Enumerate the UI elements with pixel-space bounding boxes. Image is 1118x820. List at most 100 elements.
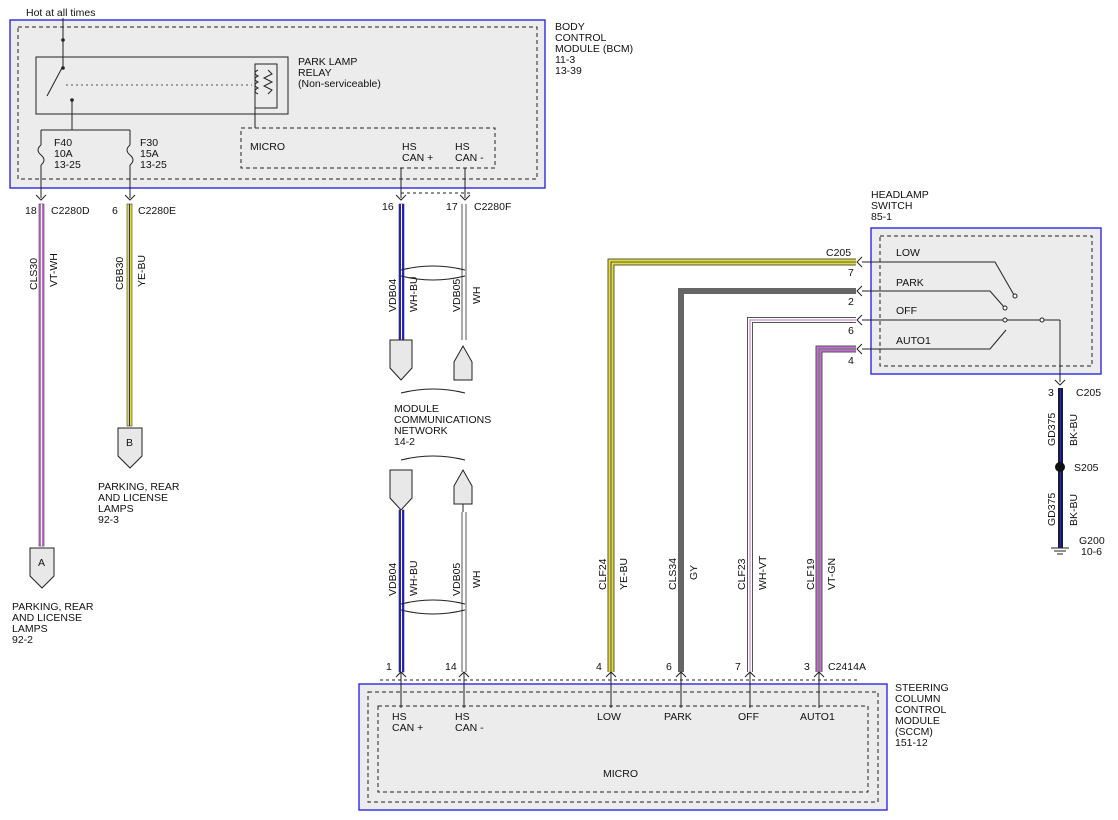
c2280e-pin-arrow bbox=[124, 194, 136, 201]
sccm-auto1-label: AUTO1 bbox=[800, 711, 835, 723]
page-ref-b-shape bbox=[117, 427, 143, 469]
wire-clf23-color: WH-VT bbox=[757, 555, 769, 590]
c2280f-pin17: 17 bbox=[446, 201, 458, 213]
c205-pin3: 3 bbox=[1048, 387, 1054, 399]
switch-contact-park bbox=[862, 290, 1005, 308]
network-break-upper bbox=[400, 388, 466, 394]
feed-junction bbox=[61, 38, 65, 42]
wire-vdb05-lower-circuit: VDB05 bbox=[451, 563, 463, 596]
c205-pin4: 4 bbox=[848, 355, 854, 367]
switch-position-low: LOW bbox=[896, 247, 920, 259]
c2280d-name: C2280D bbox=[51, 205, 90, 217]
switch-contact-low bbox=[862, 261, 1015, 296]
fuse-f30-label: F30 15A 13-25 bbox=[140, 137, 167, 171]
sccm-pin3-number: 3 bbox=[804, 661, 810, 673]
can-lo-connector-lower bbox=[453, 468, 473, 505]
can-lo-connector-upper bbox=[453, 344, 473, 381]
twisted-pair-lower bbox=[400, 599, 466, 615]
wire-vdb05-upper-color: WH bbox=[471, 287, 483, 305]
splice-s205-label: S205 bbox=[1074, 462, 1099, 474]
wire-clf19-circuit: CLF19 bbox=[805, 558, 817, 590]
switch-terminal-off bbox=[1002, 317, 1008, 323]
wire-gd375b-circuit: GD375 bbox=[1046, 493, 1058, 526]
wire-clf24-color: YE-BU bbox=[618, 558, 630, 590]
wire-cls34 bbox=[678, 288, 856, 672]
headlamp-switch-inner bbox=[879, 235, 1093, 367]
wire-cls30-circuit: CLS30 bbox=[28, 258, 40, 290]
network-break-lower bbox=[400, 455, 466, 461]
wire-cls34-circuit: CLS34 bbox=[667, 558, 679, 590]
sccm-micro-box bbox=[377, 705, 869, 793]
sccm-module-box bbox=[358, 683, 888, 811]
page-ref-a-shape bbox=[29, 547, 55, 589]
sccm-low-label: LOW bbox=[597, 711, 621, 723]
wire-vdb04-upper-circuit: VDB04 bbox=[387, 279, 399, 312]
c2280e-name: C2280E bbox=[138, 205, 176, 217]
relay-contact-pivot bbox=[61, 66, 65, 70]
switch-wiper-pivot bbox=[1039, 317, 1045, 323]
headlamp-switch-title: HEADLAMP SWITCH 85-1 bbox=[871, 189, 932, 223]
c205-pin2: 2 bbox=[848, 296, 854, 308]
bcm-micro-box bbox=[240, 127, 496, 169]
wire-clf24-circuit: CLF24 bbox=[597, 558, 609, 590]
switch-position-auto1: AUTO1 bbox=[896, 335, 931, 347]
c2280f-pin16-arrow bbox=[395, 194, 407, 201]
wire-clf24-stripe bbox=[610, 261, 856, 672]
c205-pin7-arrow bbox=[856, 256, 863, 268]
bcm-inner-dashed bbox=[17, 26, 538, 180]
c2280e-pin: 6 bbox=[112, 205, 118, 217]
switch-position-off: OFF bbox=[896, 305, 917, 317]
sccm-pin6-number: 6 bbox=[666, 661, 672, 673]
c2280f-name: C2280F bbox=[474, 201, 511, 213]
bcm-can-lo-label: HS CAN - bbox=[455, 141, 484, 164]
c2414a-label: C2414A bbox=[828, 661, 866, 673]
wire-vdb04-lower-color: WH-BU bbox=[408, 560, 420, 596]
c2280f-pin17-arrow bbox=[459, 194, 471, 201]
sccm-pin14-number: 14 bbox=[445, 661, 457, 673]
wire-vdb04-lower-circuit: VDB04 bbox=[387, 563, 399, 596]
fuse-f40-label: F40 10A 13-25 bbox=[54, 137, 81, 171]
page-ref-a-label: PARKING, REAR AND LICENSE LAMPS 92-2 bbox=[12, 601, 96, 646]
relay-coil-icon bbox=[254, 69, 260, 95]
wire-vdb05-lower-color: WH bbox=[471, 571, 483, 589]
wire-cbb30-color: YE-BU bbox=[136, 255, 148, 287]
splice-s205-dot bbox=[1055, 462, 1065, 472]
sccm-can-lo-label: HS CAN - bbox=[455, 711, 484, 734]
relay-contact-terminal bbox=[70, 98, 74, 102]
c2280d-pin: 18 bbox=[25, 205, 37, 217]
sccm-micro-label: MICRO bbox=[603, 768, 638, 780]
wire-clf23-circuit: CLF23 bbox=[736, 558, 748, 590]
can-hi-connector-upper bbox=[389, 339, 413, 381]
c205-pin6-arrow bbox=[856, 314, 863, 326]
c205-pin6: 6 bbox=[848, 325, 854, 337]
network-ref-label: MODULE COMMUNICATIONS NETWORK 14-2 bbox=[394, 403, 494, 448]
wire-clf23-outline bbox=[747, 317, 856, 672]
can-hi-connector-lower bbox=[389, 469, 413, 511]
bcm-micro-label: MICRO bbox=[250, 141, 285, 153]
c2280f-pin16: 16 bbox=[382, 201, 394, 213]
wire-clf23 bbox=[748, 318, 856, 672]
switch-position-park: PARK bbox=[896, 277, 924, 289]
wire-clf19-color: VT-GN bbox=[826, 558, 838, 590]
wire-vdb05-upper-circuit: VDB05 bbox=[451, 279, 463, 312]
wire-vdb04-upper-color: WH-BU bbox=[408, 276, 420, 312]
c205-ground-label: C205 bbox=[1076, 387, 1101, 399]
wire-cls34-color: GY bbox=[688, 565, 700, 580]
c205-pin4-arrow bbox=[856, 343, 863, 355]
park-lamp-relay-title: PARK LAMP RELAY (Non-serviceable) bbox=[298, 56, 381, 90]
wire-gd375a-circuit: GD375 bbox=[1046, 413, 1058, 446]
switch-terminal-park bbox=[1002, 305, 1008, 311]
bcm-title: BODY CONTROL MODULE (BCM) 11-3 13-39 bbox=[555, 21, 636, 77]
hot-at-all-times-label: Hot at all times bbox=[26, 7, 95, 19]
sccm-title: STEERING COLUMN CONTROL MODULE (SCCM) 15… bbox=[895, 682, 952, 749]
sccm-pin1-number: 1 bbox=[386, 661, 392, 673]
wire-clf23-stripe bbox=[749, 319, 856, 672]
page-ref-b-label: PARKING, REAR AND LICENSE LAMPS 92-3 bbox=[98, 481, 182, 526]
ground-g200-label: G200 10-6 bbox=[1079, 535, 1108, 558]
relay-resistor-icon bbox=[262, 69, 274, 95]
bcm-can-hi-label: HS CAN + bbox=[402, 141, 433, 164]
wire-clf19 bbox=[816, 346, 856, 672]
wire-cls30-color: VT-WH bbox=[48, 253, 60, 287]
wire-gd375b-color: BK-BU bbox=[1068, 494, 1080, 526]
c2280d-pin-arrow bbox=[35, 194, 47, 201]
